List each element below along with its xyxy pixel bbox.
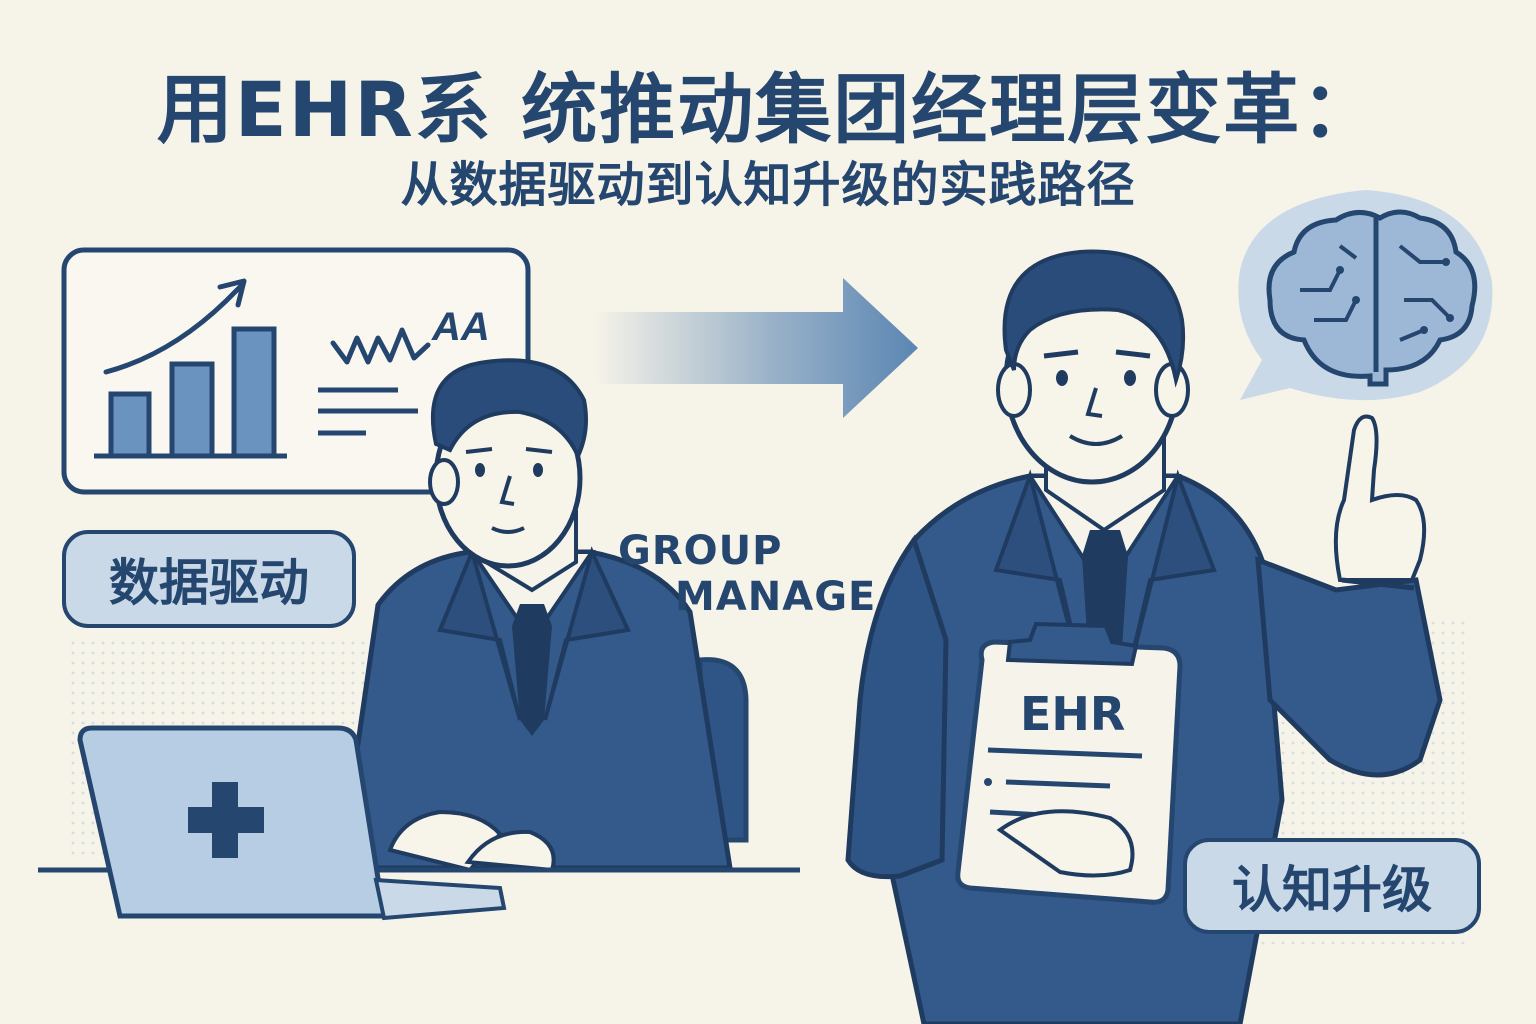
clipboard-ehr-text: EHR [1020,687,1125,741]
cognitive-upgrade-tag: 认知升级 [1183,838,1481,934]
cross-icon [188,782,264,858]
chart-panel: AA [61,247,531,495]
bar-chart-icon [94,326,287,459]
trend-arrow-icon [103,278,247,375]
group-label-line-2: MANAGE [675,574,877,620]
brain-icon [1266,209,1478,387]
arrow-right-icon [595,278,918,418]
laptop-icon [77,725,507,921]
data-driven-tag: 数据驱动 [62,530,356,628]
seated-manager [337,358,749,873]
chart-aa-text: AA [431,305,490,349]
page-title: 用EHR系 统推动集团经理层变革： [156,65,1380,154]
signature-icon [330,327,431,365]
group-label-line-1: GROUP [618,528,783,574]
page-subtitle: 从数据驱动到认知升级的实践路径 [400,157,1136,213]
